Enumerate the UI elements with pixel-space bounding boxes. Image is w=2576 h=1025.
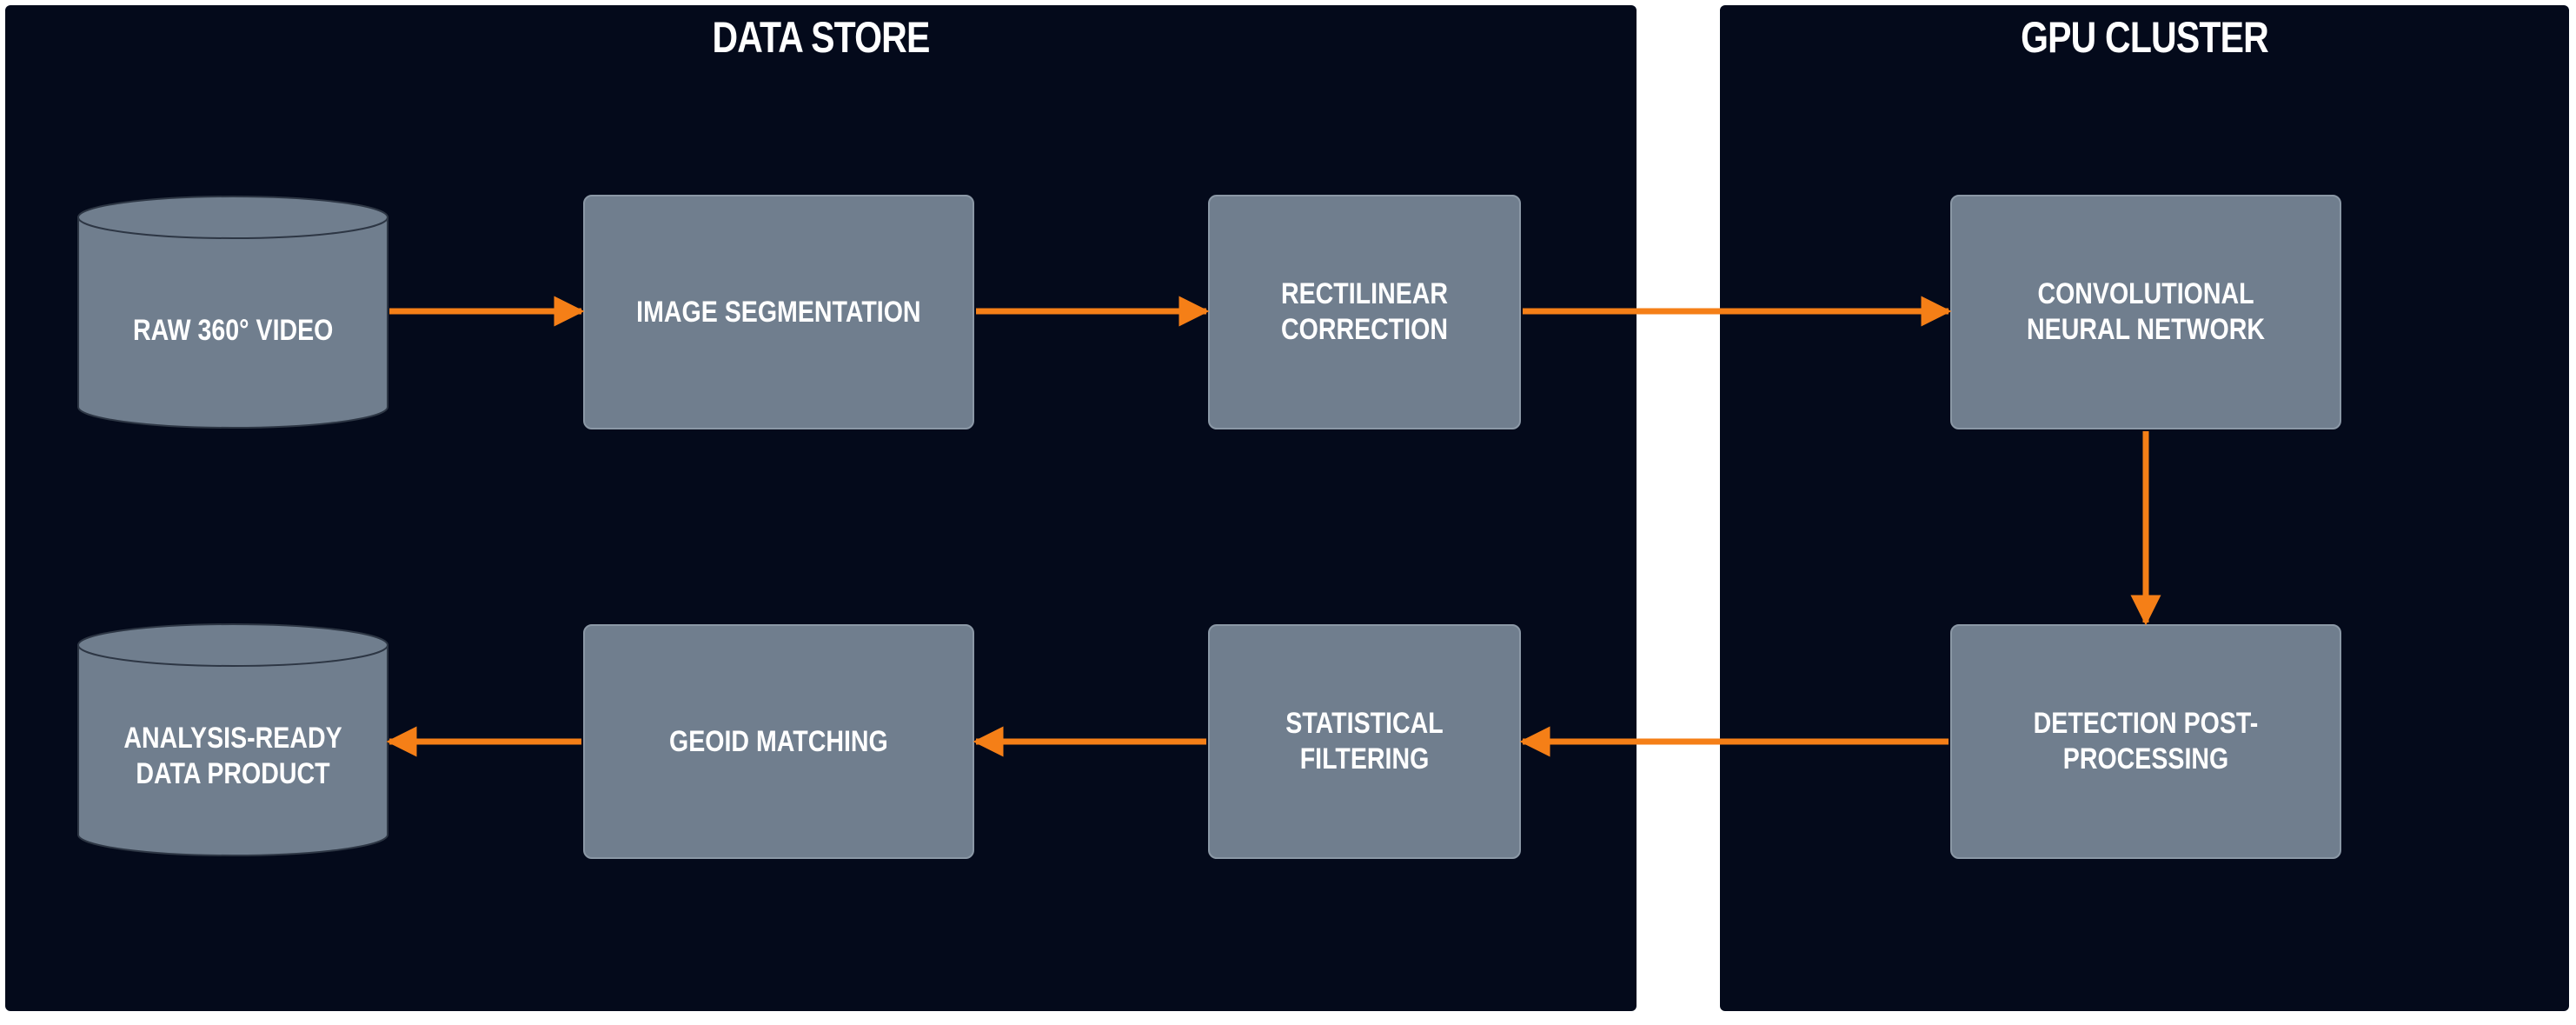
geoid-matching-label: GEOID MATCHING (669, 724, 888, 758)
raw-video-cylinder (77, 196, 388, 429)
analysis-ready-label: ANALYSIS-READY DATA PRODUCT (123, 722, 342, 790)
raw-video-label: RAW 360° VIDEO (132, 313, 334, 347)
geoid-matching-node: GEOID MATCHING (583, 624, 974, 859)
analysis-ready-cylinder (77, 623, 388, 856)
data-store-title: DATA STORE (712, 13, 931, 62)
image-segmentation-label: IMAGE SEGMENTATION (636, 295, 921, 329)
image-segmentation-node: IMAGE SEGMENTATION (583, 195, 974, 429)
rectilinear-correction-label: RECTILINEAR CORRECTION (1281, 277, 1448, 346)
gpu-cluster-title: GPU CLUSTER (2021, 13, 2269, 62)
statistical-filtering-label: STATISTICAL FILTERING (1285, 707, 1444, 775)
cnn-node: CONVOLUTIONAL NEURAL NETWORK (1950, 195, 2341, 429)
detection-post-processing-label: DETECTION POST-PROCESSING (2033, 707, 2259, 775)
raw-video-node: RAW 360° VIDEO (87, 252, 379, 409)
analysis-ready-node: ANALYSIS-READY DATA PRODUCT (87, 678, 379, 835)
statistical-filtering-node: STATISTICAL FILTERING (1208, 624, 1521, 859)
detection-post-processing-node: DETECTION POST-PROCESSING (1950, 624, 2341, 859)
rectilinear-correction-node: RECTILINEAR CORRECTION (1208, 195, 1521, 429)
cnn-label: CONVOLUTIONAL NEURAL NETWORK (2027, 277, 2265, 346)
